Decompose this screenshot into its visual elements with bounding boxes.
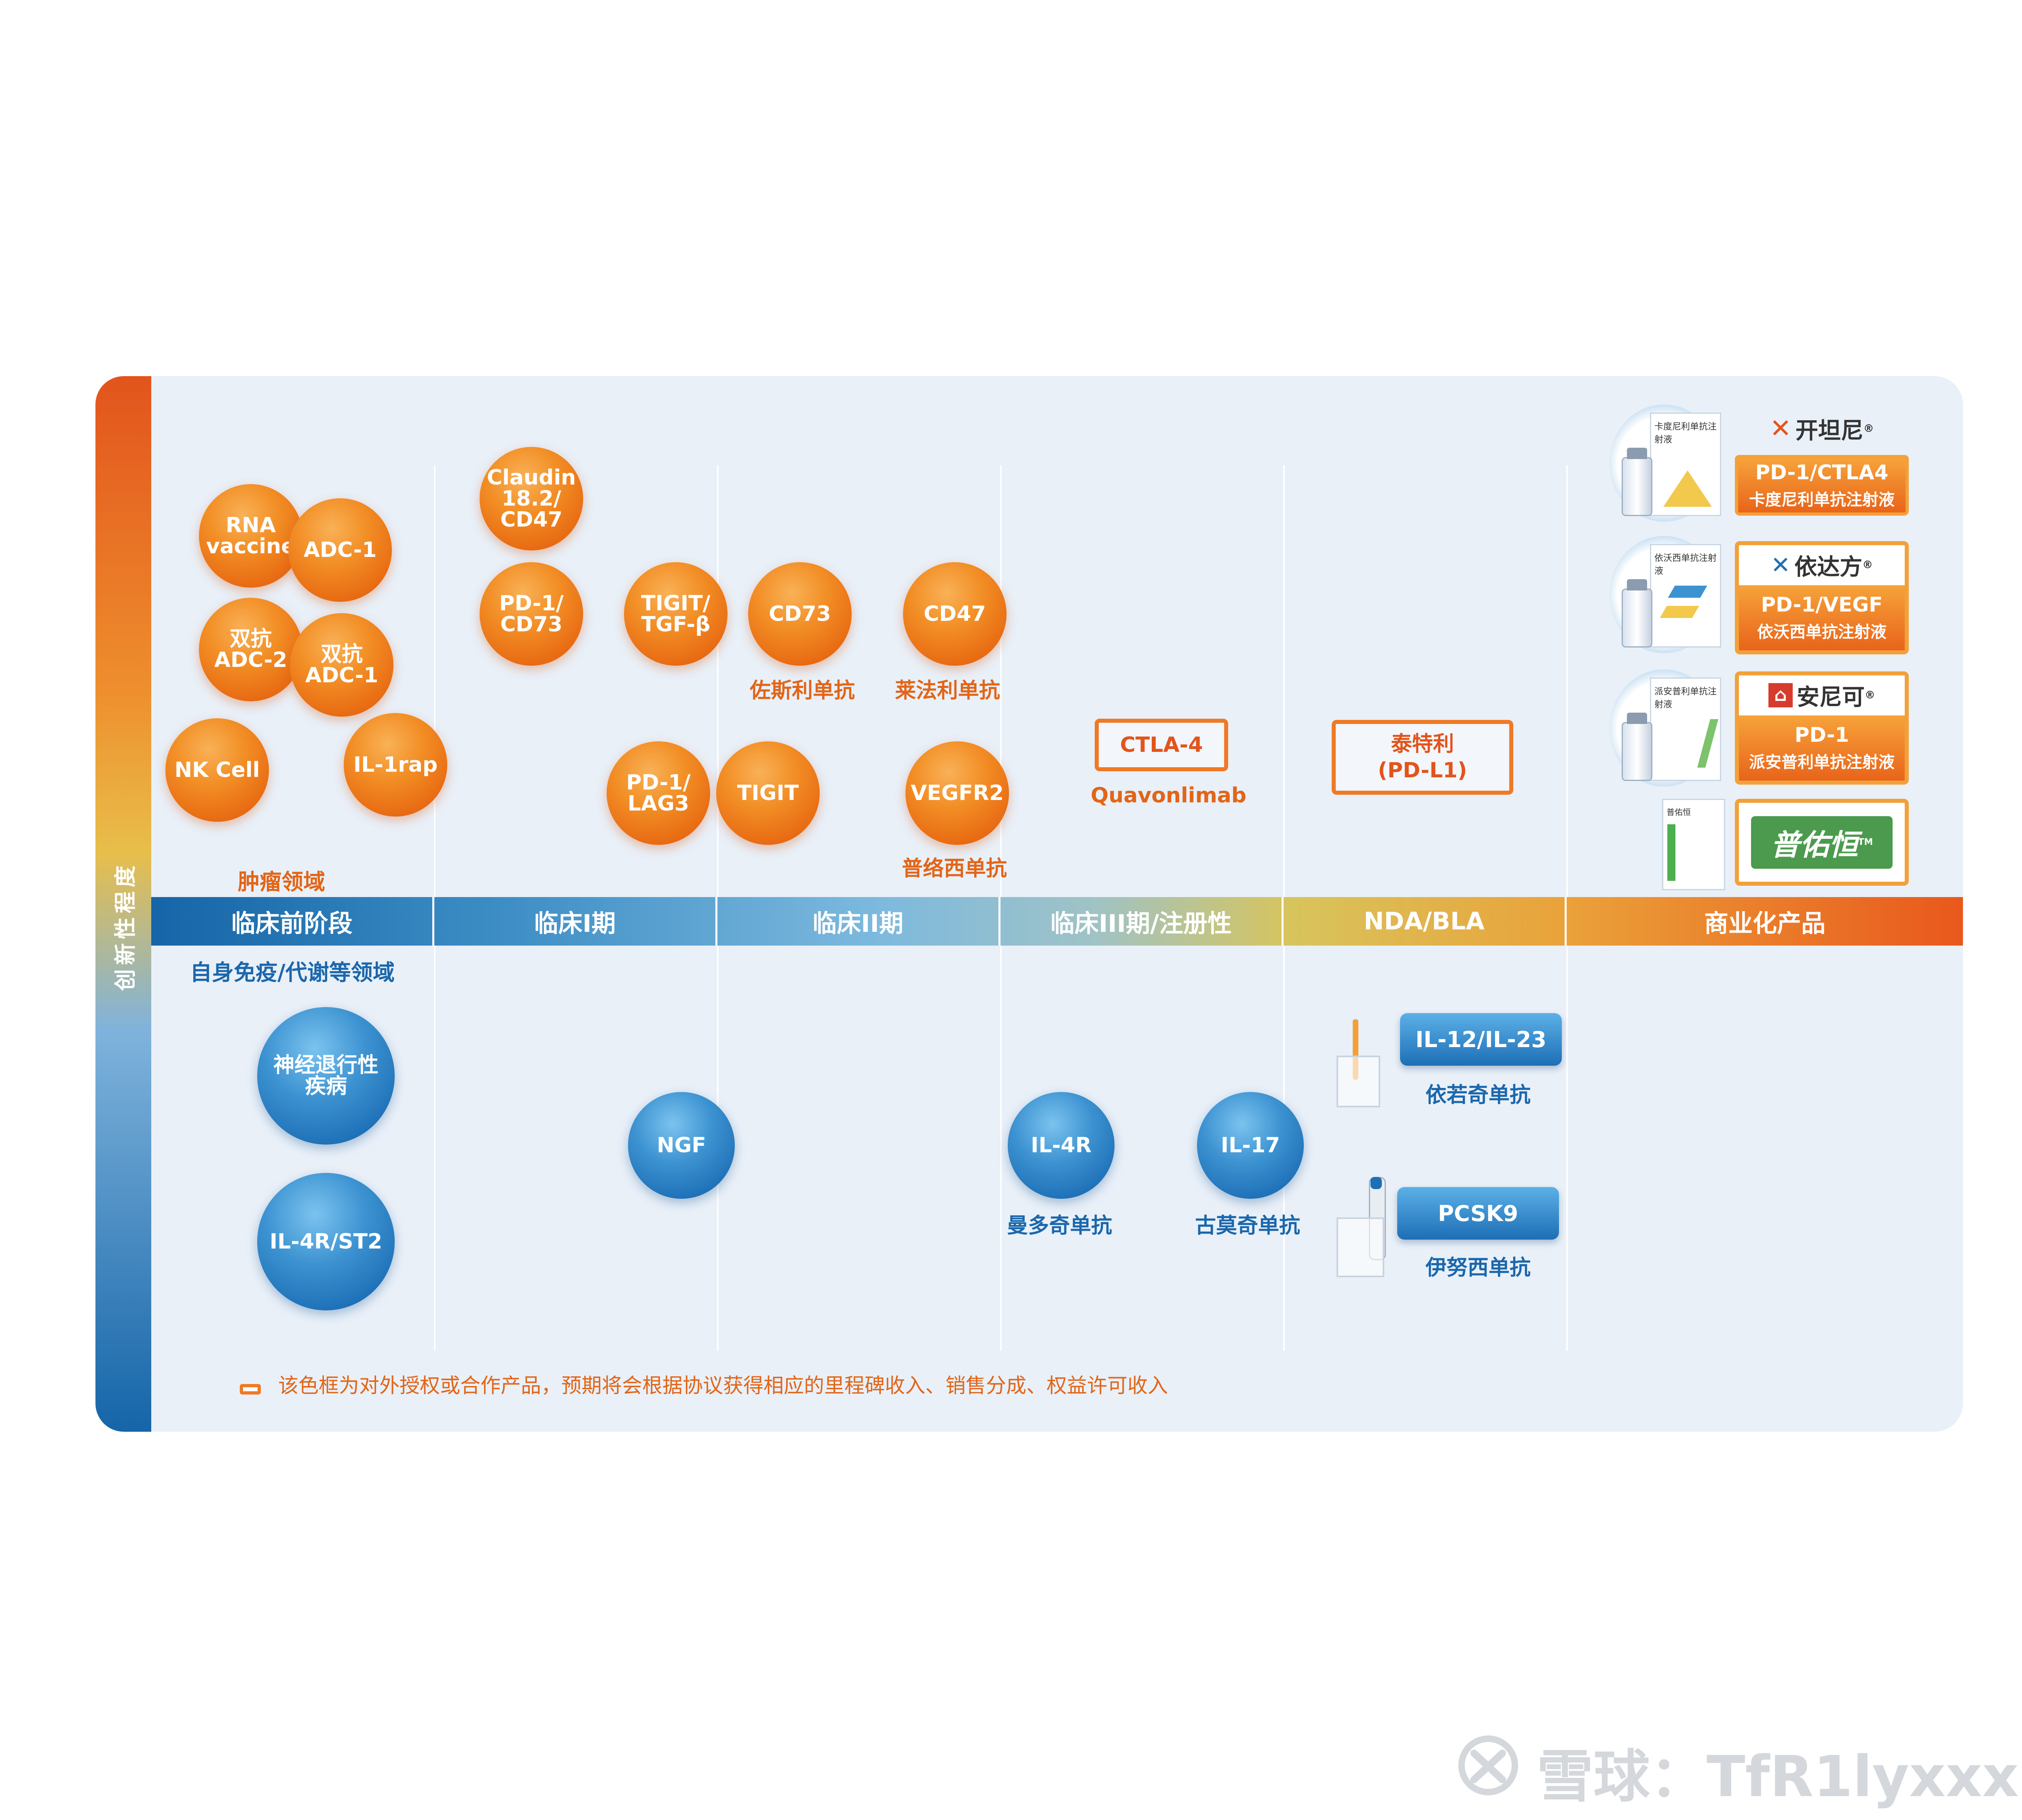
drug-label-pcsk9: 伊努西单抗 bbox=[1426, 1256, 1531, 1280]
partner-legend-swatch bbox=[240, 1384, 261, 1395]
pipeline-ball-il-4r[interactable]: IL-4R bbox=[1008, 1092, 1115, 1199]
stage-bar: 临床前阶段 临床I期 临床II期 临床III期/注册性 NDA/BLA 商业化产… bbox=[151, 897, 1963, 946]
watermark-text: 雪球：TfR1lyxxx bbox=[1537, 1744, 2019, 1810]
product-target: PD-1 bbox=[1794, 723, 1849, 747]
brand-mark: ® bbox=[1863, 423, 1874, 435]
brand-mark: ® bbox=[1865, 689, 1875, 702]
package-graphic bbox=[1668, 586, 1707, 598]
vial-image bbox=[1622, 448, 1652, 516]
pipeline-ball-vegfr2[interactable]: VEGFR2 bbox=[905, 741, 1009, 845]
brand-name: 安尼可 bbox=[1797, 684, 1865, 711]
brand-mark: ® bbox=[1862, 559, 1873, 571]
product-card-puyouheng[interactable]: 普佑恒 TM bbox=[1735, 799, 1909, 886]
brand-name: 开坦尼 bbox=[1795, 417, 1863, 444]
stage-phase-2: 临床II期 bbox=[717, 897, 1000, 946]
brand-name: 依达方 bbox=[1794, 554, 1863, 580]
nda-box-il-12-il-23[interactable]: IL-12/IL-23 bbox=[1400, 1013, 1562, 1066]
stage-commercial: 商业化产品 bbox=[1704, 909, 1825, 938]
pipeline-ball-bispecific-adc-2[interactable]: 双抗 ADC-2 bbox=[199, 598, 302, 701]
product-info: PD-1/CTLA4 卡度尼利单抗注射液 bbox=[1735, 455, 1909, 516]
stage-phase-3: 临床III期/注册性 bbox=[1000, 897, 1284, 946]
partner-box-ctla-4[interactable]: CTLA-4 bbox=[1095, 719, 1228, 771]
vial-image bbox=[1622, 713, 1652, 781]
innovation-axis-label: 创新性程度 bbox=[112, 861, 138, 991]
stage-nda-bla: NDA/BLA bbox=[1284, 897, 1567, 946]
pipeline-ball-bispecific-adc-1[interactable]: 双抗 ADC-1 bbox=[290, 613, 393, 717]
product-name: 卡度尼利单抗注射液 bbox=[1749, 491, 1895, 509]
pipeline-ball-tigit[interactable]: TIGIT bbox=[716, 741, 820, 845]
product-name: 依沃西单抗注射液 bbox=[1757, 623, 1887, 642]
product-brand: ✕ 依达方 ® bbox=[1739, 545, 1905, 585]
injection-pen-icon bbox=[1337, 1177, 1397, 1278]
package-text: 依沃西单抗注射液 bbox=[1654, 553, 1717, 576]
pipeline-ball-cd73[interactable]: CD73 bbox=[748, 562, 852, 666]
pipeline-ball-rna-vaccine[interactable]: RNA vaccine bbox=[199, 484, 302, 588]
pipeline-ball-cd47[interactable]: CD47 bbox=[903, 562, 1007, 666]
pipeline-ball-adc-1[interactable]: ADC-1 bbox=[288, 498, 392, 602]
vial-image bbox=[1622, 579, 1652, 648]
package-graphic bbox=[1667, 824, 1675, 881]
brand-mark: TM bbox=[1858, 837, 1873, 847]
pipeline-ball-nk-cell[interactable]: NK Cell bbox=[165, 718, 269, 822]
product-info: PD-1/VEGF 依沃西单抗注射液 bbox=[1739, 585, 1905, 650]
product-target: PD-1/CTLA4 bbox=[1755, 461, 1889, 484]
pipeline-ball-il-4r-st2[interactable]: IL-4R/ST2 bbox=[257, 1173, 395, 1310]
package-graphic bbox=[1663, 470, 1712, 507]
drug-label-quavonlimab: Quavonlimab bbox=[1091, 783, 1247, 808]
drug-label-cd73: 佐斯利单抗 bbox=[750, 679, 855, 703]
pipeline-ball-claudin-18-2-cd47[interactable]: Claudin 18.2/ CD47 bbox=[480, 447, 583, 550]
pipeline-ball-pd-1-cd73[interactable]: PD-1/ CD73 bbox=[480, 562, 583, 666]
product-target: PD-1/VEGF bbox=[1761, 593, 1883, 617]
pipeline-ball-ngf[interactable]: NGF bbox=[628, 1092, 735, 1199]
package-text: 卡度尼利单抗注射液 bbox=[1654, 422, 1717, 445]
pipeline-ball-il-1rap[interactable]: IL-1rap bbox=[344, 713, 447, 817]
immunology-section-label: 自身免疫/代谢等领域 bbox=[190, 960, 395, 985]
pipeline-ball-neurodegenerative[interactable]: 神经退行性 疾病 bbox=[257, 1007, 395, 1145]
package-graphic bbox=[1697, 719, 1719, 768]
stage-preclinical: 临床前阶段 bbox=[151, 897, 434, 946]
brand-logo-icon: ✕ bbox=[1770, 551, 1791, 579]
stage-phase-1: 临床I期 bbox=[434, 897, 717, 946]
brand-logo-icon: ✕ bbox=[1770, 414, 1791, 444]
product-brand: 普佑恒 TM bbox=[1751, 816, 1893, 869]
drug-label-il-4r: 曼多奇单抗 bbox=[1007, 1214, 1113, 1238]
product-brand: ⌂ 安尼可 ® bbox=[1739, 675, 1905, 715]
pipeline-ball-il-17[interactable]: IL-17 bbox=[1197, 1092, 1304, 1199]
product-brand: ✕ 开坦尼 ® bbox=[1735, 406, 1909, 451]
package-text: 派安普利单抗注射液 bbox=[1654, 687, 1717, 710]
product-box-image: 依沃西单抗注射液 bbox=[1650, 544, 1721, 648]
pipeline-ball-tigit-tgf-beta[interactable]: TIGIT/ TGF-β bbox=[624, 562, 728, 666]
brand-logo-icon: ⌂ bbox=[1768, 683, 1793, 708]
partner-box-tislelizumab-pd-l1[interactable]: 泰特利 (PD-L1) bbox=[1332, 720, 1513, 795]
product-card-anike[interactable]: ⌂ 安尼可 ® PD-1 派安普利单抗注射液 bbox=[1735, 671, 1909, 785]
pipeline-ball-pd-1-lag3[interactable]: PD-1/ LAG3 bbox=[607, 741, 710, 845]
innovation-axis-bar bbox=[95, 376, 151, 1432]
drug-label-il-17: 古莫奇单抗 bbox=[1195, 1214, 1301, 1238]
product-name: 派安普利单抗注射液 bbox=[1749, 753, 1895, 772]
product-box-image: 派安普利单抗注射液 bbox=[1650, 677, 1721, 781]
product-box-image: 卡度尼利单抗注射液 bbox=[1650, 413, 1721, 516]
drug-label-il-12-il-23: 依若奇单抗 bbox=[1426, 1083, 1531, 1107]
product-box-image: 普佑恒 bbox=[1662, 799, 1725, 890]
nda-box-pcsk9[interactable]: PCSK9 bbox=[1397, 1187, 1559, 1240]
partner-legend-text: 该色框为对外授权或合作产品，预期将会根据协议获得相应的里程碑收入、销售分成、权益… bbox=[278, 1374, 1168, 1397]
product-card-yidafang[interactable]: ✕ 依达方 ® PD-1/VEGF 依沃西单抗注射液 bbox=[1735, 541, 1909, 654]
product-card-kaitanni[interactable]: ✕ 开坦尼 ® PD-1/CTLA4 卡度尼利单抗注射液 bbox=[1735, 406, 1909, 516]
oncology-section-label: 肿瘤领域 bbox=[238, 869, 325, 895]
package-graphic bbox=[1660, 606, 1699, 618]
xueqiu-logo-icon bbox=[1458, 1735, 1518, 1795]
drug-label-vegfr2: 普络西单抗 bbox=[902, 857, 1007, 881]
injection-pen-icon bbox=[1337, 1019, 1380, 1108]
drug-label-cd47: 莱法利单抗 bbox=[895, 679, 1000, 703]
package-text: 普佑恒 bbox=[1667, 807, 1691, 817]
brand-name: 普佑恒 bbox=[1770, 828, 1858, 862]
product-info: PD-1 派安普利单抗注射液 bbox=[1739, 715, 1905, 781]
